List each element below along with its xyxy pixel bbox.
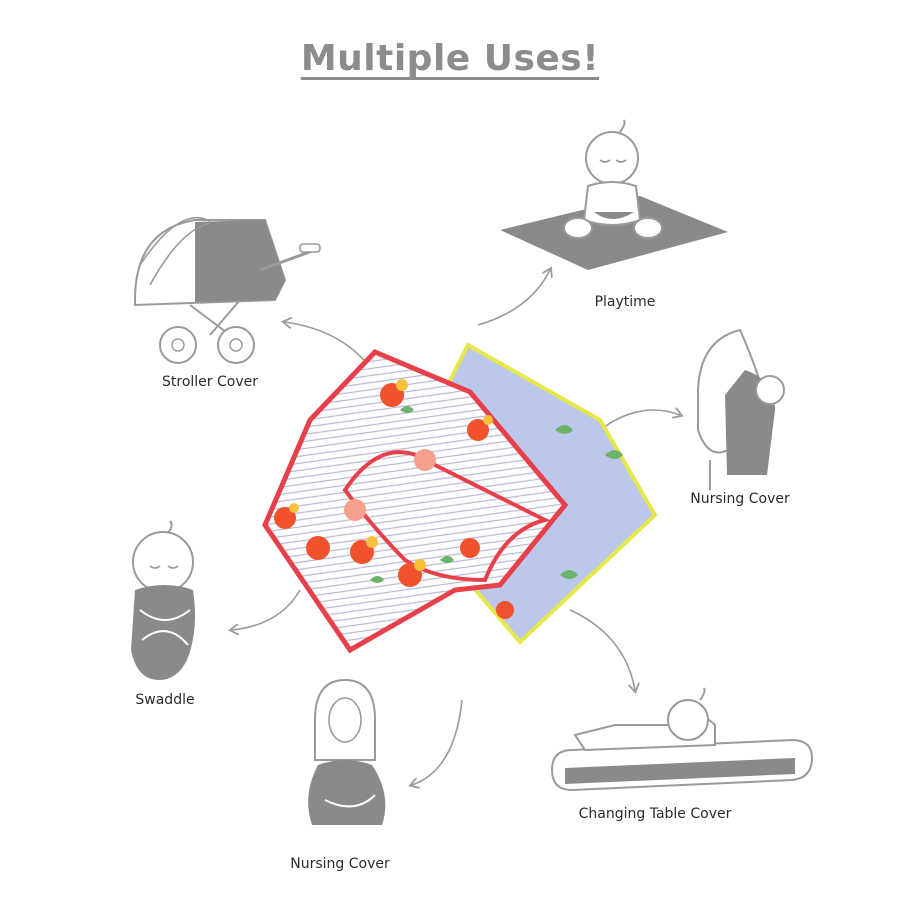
label-playtime: Playtime [594, 294, 656, 310]
arrow-to-swaddle [232, 589, 301, 630]
arrow-to-changing-table [569, 609, 635, 690]
arrow-to-playtime [477, 270, 550, 326]
label-nursing-cover-right: Nursing Cover [690, 491, 790, 507]
blanket-front-flowers [274, 379, 514, 619]
label-stroller-cover: Stroller Cover [162, 374, 258, 390]
label-nursing-cover-bottom: Nursing Cover [290, 856, 390, 872]
arrow-to-nursing-cover-right [599, 410, 680, 431]
changing-table-icon [550, 687, 814, 792]
label-changing-table-cover: Changing Table Cover [578, 806, 732, 822]
arrows [232, 270, 680, 785]
page-title: Multiple Uses! [300, 38, 600, 79]
blanket-front-fold [342, 450, 551, 583]
muslin-blankets-image [262, 342, 658, 654]
arrow-to-stroller [285, 322, 369, 366]
arrow-to-nursing-cover-bottom [412, 699, 463, 785]
playmat-baby-icon [500, 119, 728, 270]
nursing-cover-icon [697, 328, 785, 490]
swaddled-baby-icon [131, 520, 195, 680]
stroller-icon [134, 216, 321, 364]
label-swaddle: Swaddle [135, 692, 195, 708]
pregnant-woman-icon [308, 678, 386, 825]
